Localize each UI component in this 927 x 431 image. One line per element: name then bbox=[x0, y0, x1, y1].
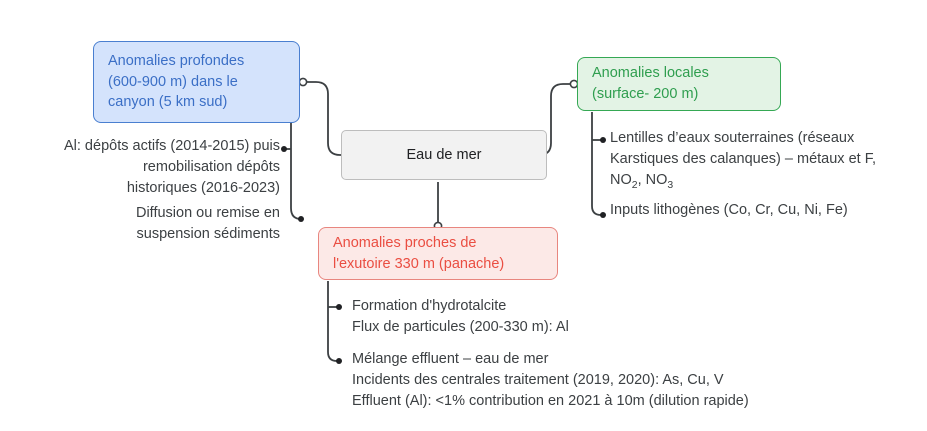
branch-spine-outfall bbox=[327, 281, 338, 362]
node-anomalies-exutoire[interactable]: Anomalies proches de l'exutoire 330 m (p… bbox=[318, 227, 558, 280]
node-eau-de-mer-label: Eau de mer bbox=[406, 146, 482, 163]
bullet-outfall-2 bbox=[336, 358, 342, 364]
node-anomalies-profondes[interactable]: Anomalies profondes (600-900 m) dans le … bbox=[93, 41, 300, 123]
leaf-deep-2: Diffusion ou remise en suspension sédime… bbox=[135, 205, 280, 243]
node-anomalies-exutoire-label: Anomalies proches de l'exutoire 330 m (p… bbox=[333, 234, 505, 272]
bullet-outfall-1 bbox=[336, 304, 342, 310]
bullet-local-2 bbox=[600, 212, 606, 218]
leaf-local-1: Lentilles d’eaux souterraines (réseaux K… bbox=[610, 128, 920, 193]
port-deep-right bbox=[298, 77, 308, 87]
branch-spine-local bbox=[591, 112, 602, 216]
bullet-local-1 bbox=[600, 137, 606, 143]
leaf-local-2: Inputs lithogènes (Co, Cr, Cu, Ni, Fe) bbox=[610, 202, 848, 218]
node-anomalies-locales[interactable]: Anomalies locales (surface- 200 m) bbox=[577, 57, 781, 111]
leaf-local-1-text: Lentilles d’eaux souterraines (réseaux K… bbox=[610, 130, 876, 168]
leaf-outfall-2: Mélange effluent – eau de mer Incidents … bbox=[352, 351, 749, 410]
bullet-deep-1 bbox=[281, 146, 287, 152]
bullet-deep-2 bbox=[298, 216, 304, 222]
node-anomalies-profondes-label: Anomalies profondes (600-900 m) dans le … bbox=[108, 53, 245, 111]
node-eau-de-mer[interactable]: Eau de mer bbox=[341, 130, 547, 180]
node-anomalies-locales-label: Anomalies locales (surface- 200 m) bbox=[592, 65, 709, 102]
leaf-local-1-formula: NO2, NO3 bbox=[610, 172, 674, 191]
leaf-outfall-1: Formation d'hydrotalcite Flux de particu… bbox=[352, 298, 569, 336]
leaf-deep-1: Al: dépôts actifs (2014-2015) puis remob… bbox=[63, 138, 280, 197]
branch-spine-deep bbox=[290, 123, 302, 220]
